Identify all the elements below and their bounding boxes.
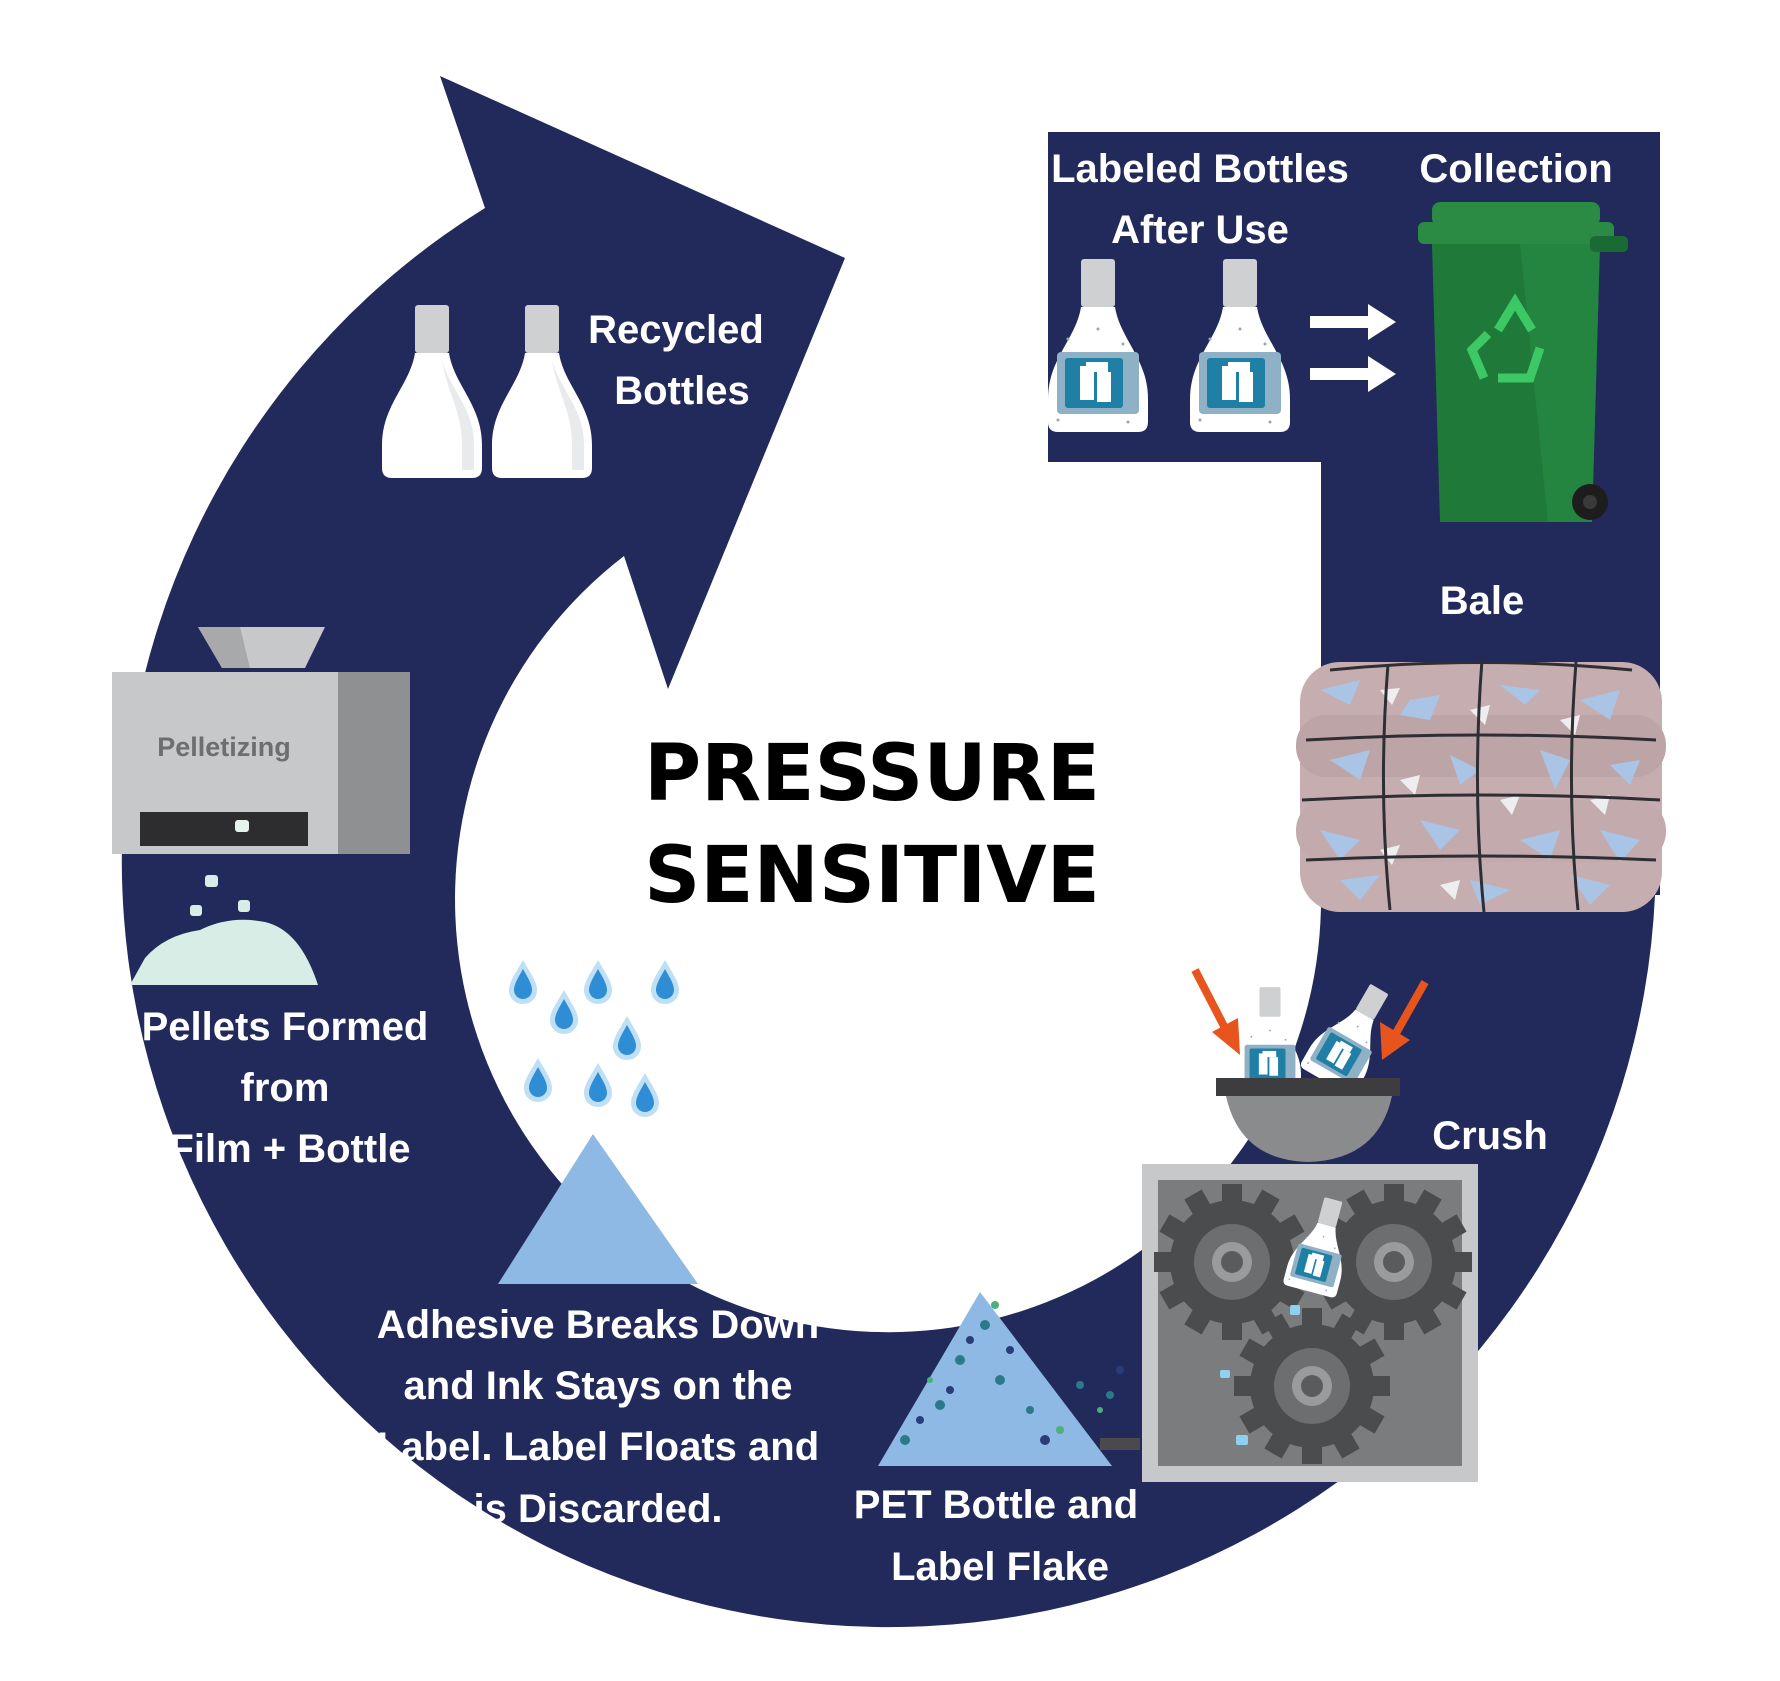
pellets-label-line1: Pellets Formed xyxy=(142,1005,429,1049)
water-drop-icon xyxy=(613,1016,641,1060)
water-drop-icon xyxy=(584,960,612,1004)
crush-label: Crush xyxy=(1432,1114,1548,1158)
adhesive-label-line3: Label. Label Floats and xyxy=(377,1425,819,1469)
bale-label: Bale xyxy=(1440,579,1525,623)
pelletizer-icon xyxy=(112,627,410,854)
flake-label-line2: Label Flake xyxy=(891,1545,1109,1589)
pellet-pile-icon xyxy=(130,875,318,985)
pellets-label-line2: from xyxy=(241,1066,330,1110)
labeled-bottles-label-line1: Labeled Bottles xyxy=(1051,147,1349,191)
water-drop-icon xyxy=(550,990,578,1034)
pelletizing-machine-label: Pelletizing xyxy=(157,732,291,762)
pellets-label-line3: Film + Bottle xyxy=(169,1127,410,1171)
adhesive-label-line2: and Ink Stays on the xyxy=(404,1364,793,1408)
water-drop-icon xyxy=(509,960,537,1004)
bale-icon xyxy=(1296,659,1666,913)
flake-pile-icon xyxy=(878,1292,1140,1466)
labeled-bottles-label-line2: After Use xyxy=(1111,208,1289,252)
center-title-line2: SENSITIVE xyxy=(644,831,1100,921)
down-arrow-icon xyxy=(1380,980,1429,1060)
water-drop-icon xyxy=(524,1058,552,1102)
water-drop-icon xyxy=(631,1073,659,1117)
adhesive-label-line4: is Discarded. xyxy=(473,1487,722,1531)
recycled-label-line2: Bottles xyxy=(614,369,750,413)
recycling-bin-icon xyxy=(1418,202,1628,522)
flake-label-line1: PET Bottle and xyxy=(854,1483,1138,1527)
center-title-line1: PRESSURE xyxy=(644,729,1100,819)
water-drop-icon xyxy=(584,1063,612,1107)
recycle-symbol-icon xyxy=(1466,293,1545,383)
crusher-icon xyxy=(1142,1078,1478,1482)
adhesive-label-line1: Adhesive Breaks Down xyxy=(377,1303,819,1347)
recycled-label-line1: Recycled xyxy=(588,308,764,352)
down-arrow-icon xyxy=(1191,968,1240,1055)
water-drop-icon xyxy=(651,960,679,1004)
adhesive-pile-icon xyxy=(498,1134,698,1284)
collection-label: Collection xyxy=(1419,147,1612,191)
